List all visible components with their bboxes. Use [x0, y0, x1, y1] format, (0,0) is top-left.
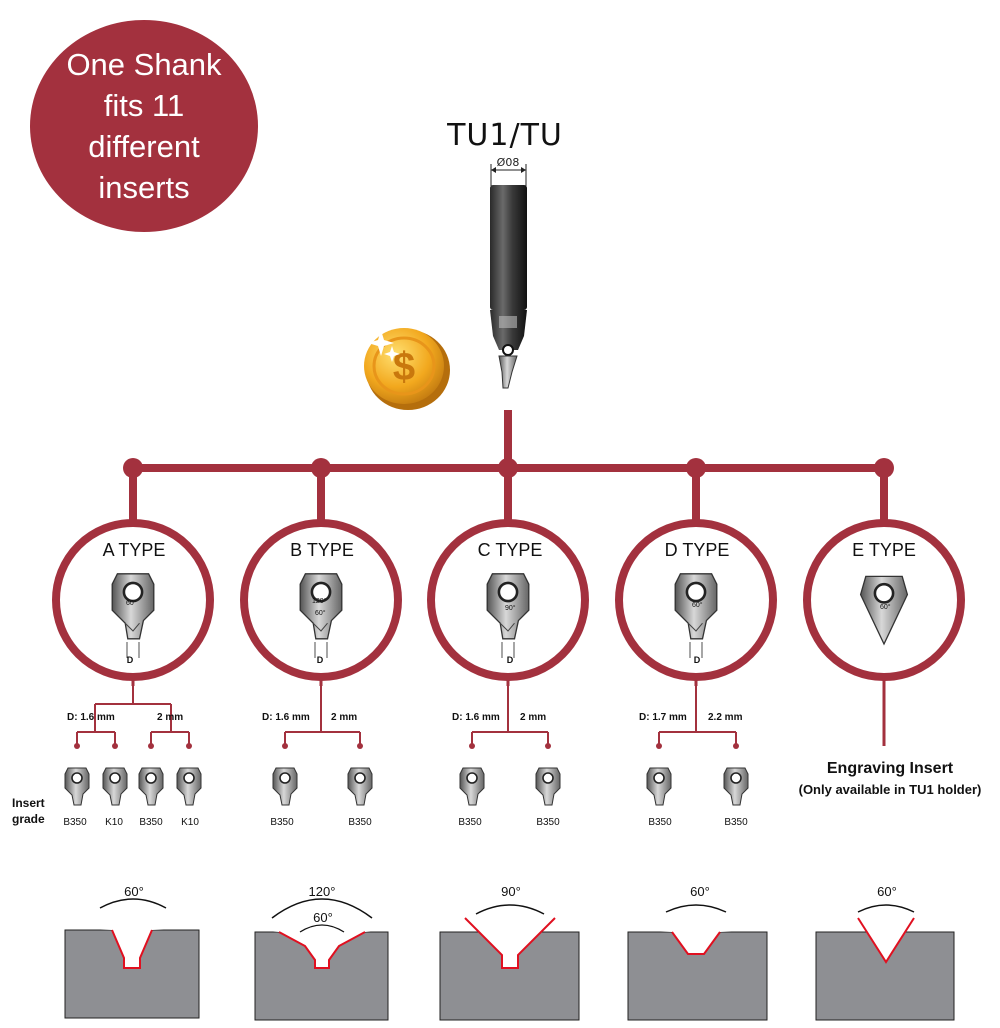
insert-small-d-1 — [646, 767, 672, 806]
type-c-dim: D — [506, 655, 514, 665]
groove-profiles — [64, 898, 955, 1021]
grade-c-1: B350 — [458, 817, 482, 828]
d-leaf-dot-0 — [656, 743, 662, 749]
type-a-label: A TYPE — [102, 540, 166, 560]
type-c-size-1: D: 1.6 mm — [452, 712, 500, 723]
type-d-size-2: 2.2 mm — [708, 712, 743, 723]
engraving-insert-body — [859, 575, 909, 646]
type-a-angle: 60° — [126, 600, 137, 607]
groove-cut-c — [440, 918, 579, 968]
c-leaf-dot-1 — [545, 743, 551, 749]
angle-arc-e — [857, 904, 915, 913]
type-b-angle: 120° — [312, 598, 327, 605]
dollar-coin-icon: $ — [364, 328, 450, 410]
profile-a-angle: 60° — [124, 884, 144, 899]
groove-edge-a — [111, 929, 153, 969]
insert-small-d-2 — [723, 767, 749, 806]
grade-d-2: B350 — [724, 817, 748, 828]
groove-edge-d — [671, 931, 721, 955]
b-leaf-dot-0 — [282, 743, 288, 749]
grade-c-2: B350 — [536, 817, 560, 828]
type-e-angle: 60° — [880, 604, 891, 611]
type-c-label: C TYPE — [477, 540, 543, 560]
a-leaf-dot-01 — [112, 743, 118, 749]
grade-d-1: B350 — [648, 817, 672, 828]
profile-c-angle: 90° — [501, 884, 521, 899]
grade-a-1: B350 — [63, 817, 87, 828]
profile-b-angle: 120° — [308, 884, 336, 899]
angle-arc-a — [99, 898, 167, 909]
insert-small-a-4 — [176, 767, 202, 806]
insert-small-c-2 — [535, 767, 561, 806]
a-leaf-dot-10 — [148, 743, 154, 749]
a-leaf-dot-11 — [186, 743, 192, 749]
shank-tool — [490, 164, 527, 389]
type-d-dim: D — [693, 655, 701, 665]
promo-badge-text: One Shank fits 11 different inserts — [66, 47, 222, 205]
promo-badge: One Shank fits 11 different inserts — [30, 20, 258, 232]
groove-edge-b — [278, 931, 366, 969]
profile-b-inner-angle: 60° — [313, 910, 333, 925]
insert-grade-label: Insert grade — [12, 796, 45, 826]
groove-cut-e — [816, 918, 954, 962]
angle-arc-inner-b — [299, 924, 345, 933]
engraving-title: Engraving Insert — [826, 760, 954, 777]
insert-small-b-1 — [272, 767, 298, 806]
type-c-angle: 90° — [505, 605, 516, 612]
type-a-dim: D — [126, 655, 134, 665]
c-leaf-dot-0 — [469, 743, 475, 749]
groove-cut-d — [628, 930, 767, 954]
type-b-label: B TYPE — [290, 540, 354, 560]
angle-arc-b — [271, 898, 373, 919]
insert-small-a-1 — [64, 767, 90, 806]
insert-large-e — [859, 575, 909, 646]
profile-d-angle: 60° — [690, 884, 710, 899]
insert-small-a-3 — [138, 767, 164, 806]
type-b-dim: D — [316, 655, 324, 665]
engraving-note: Engraving Insert (Only available in TU1 … — [780, 758, 1000, 800]
angle-arc-d — [665, 904, 727, 913]
d-leaf-dot-1 — [733, 743, 739, 749]
type-e-label: E TYPE — [852, 540, 916, 560]
grade-a-2: K10 — [105, 817, 123, 828]
type-b-size-1: D: 1.6 mm — [262, 712, 310, 723]
type-b-inner-angle: 60° — [315, 610, 326, 617]
a-leaf-dot-00 — [74, 743, 80, 749]
grade-b-2: B350 — [348, 817, 372, 828]
angle-arc-c — [475, 904, 545, 915]
insert-small-b-2 — [347, 767, 373, 806]
groove-edge-e — [857, 917, 915, 964]
type-d-label: D TYPE — [664, 540, 730, 560]
type-d-size-1: D: 1.7 mm — [639, 712, 687, 723]
type-d-angle: 60° — [692, 602, 703, 609]
grade-a-4: K10 — [181, 817, 199, 828]
engraving-insert-hole — [873, 582, 895, 604]
groove-edge-c — [464, 917, 556, 969]
b-leaf-dot-1 — [357, 743, 363, 749]
insert-small-a-2 — [102, 767, 128, 806]
shank-diameter: Ø08 — [496, 156, 520, 169]
type-tree — [52, 410, 965, 806]
type-c-size-2: 2 mm — [520, 712, 547, 723]
type-a-size-2: 2 mm — [157, 712, 184, 723]
profile-e-angle: 60° — [877, 884, 897, 899]
shank-title: TU1/TU — [447, 118, 563, 153]
groove-cut-b — [255, 930, 388, 968]
grade-b-1: B350 — [270, 817, 294, 828]
insert-small-c-1 — [459, 767, 485, 806]
svg-text:$: $ — [393, 345, 415, 389]
type-a-size-1: D: 1.6 mm — [67, 712, 115, 723]
grade-a-3: B350 — [139, 817, 163, 828]
engraving-availability: (Only available in TU1 holder) — [798, 782, 982, 797]
groove-cut-a — [65, 928, 199, 968]
type-b-size-2: 2 mm — [331, 712, 358, 723]
